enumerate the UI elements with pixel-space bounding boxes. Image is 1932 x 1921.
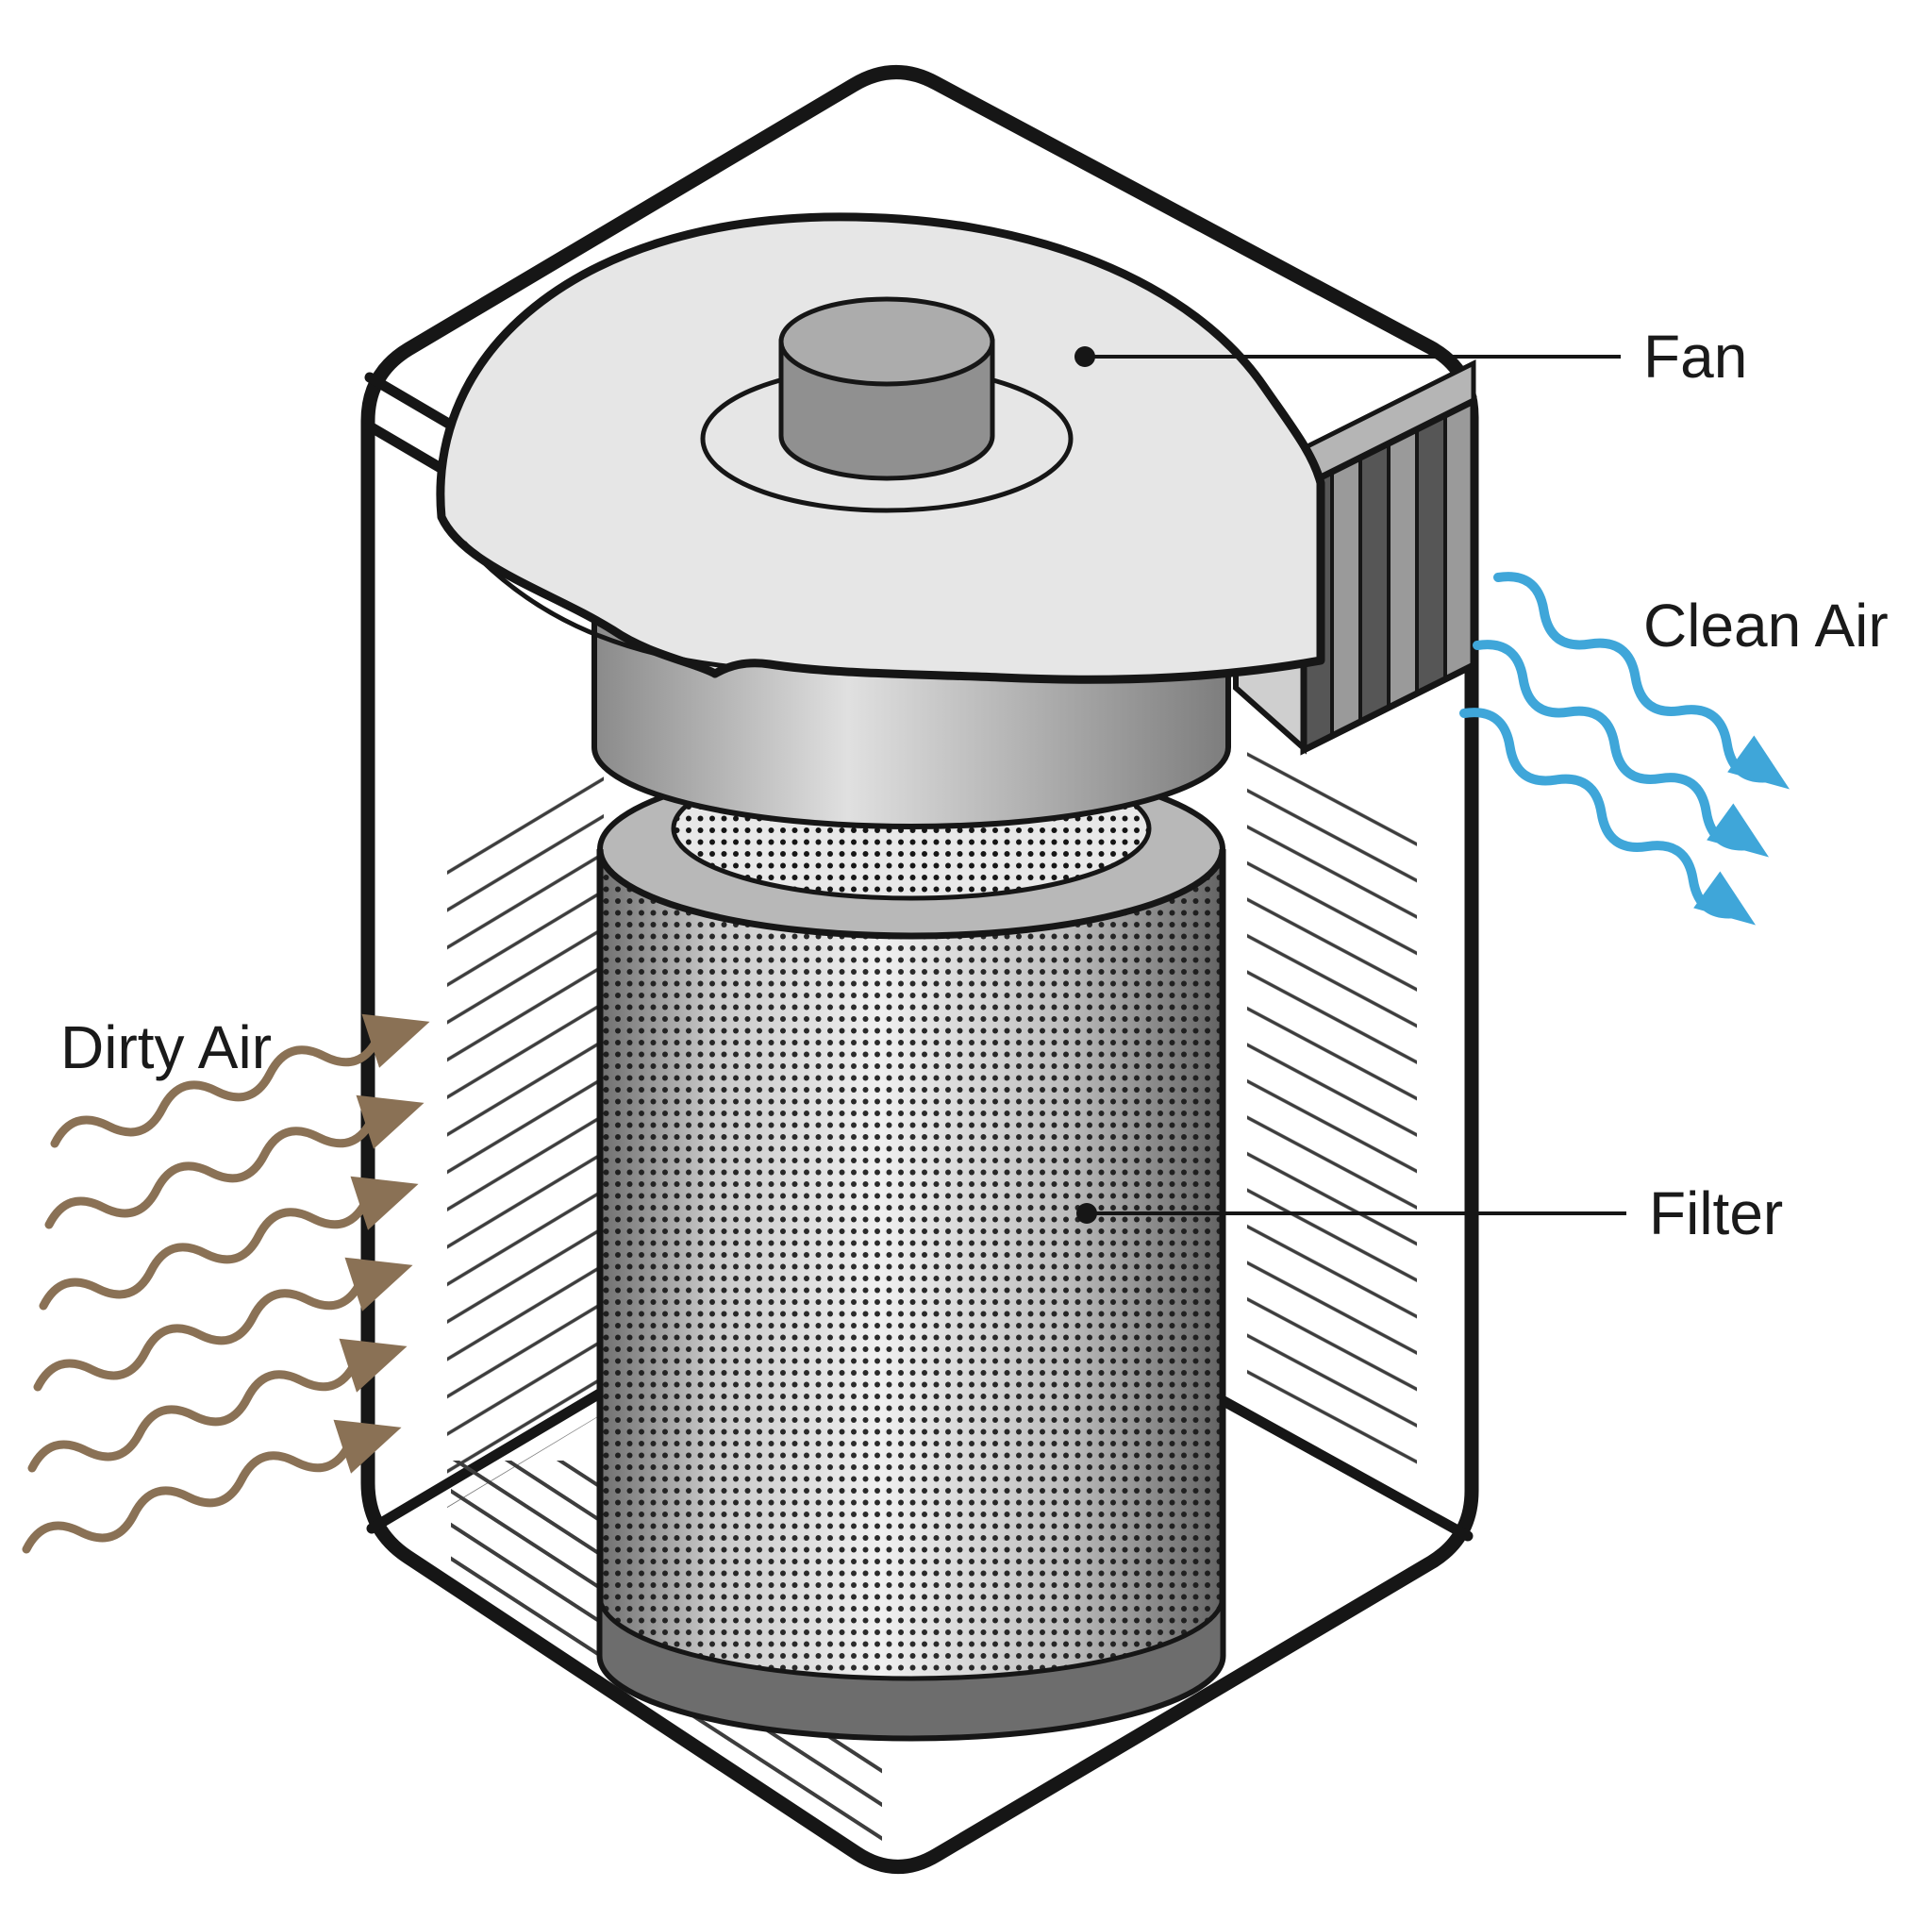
dirty-air-arrow [41,1094,425,1251]
dirty-air-arrowhead [333,1419,402,1474]
dirty-air-arrowhead [344,1257,413,1311]
clean-air-arrow [1451,695,1757,944]
duct-fin [1443,397,1475,683]
dirty-air-arrow [35,1176,419,1332]
dirty-air-arrowhead [356,1094,425,1149]
clean-air-arrowhead [1707,803,1770,858]
clean-air-arrow [1485,560,1790,808]
fan-leader-dot [1074,346,1095,367]
outlet-duct [1300,359,1477,756]
dirty-air-arrow [46,1013,430,1170]
dirty-air-arrow [18,1419,402,1576]
filter-body-mesh [600,849,1223,1738]
vent-hatch-left [447,766,604,1508]
duct-fin [1330,454,1362,740]
filter-bottom-cap [597,1595,1225,1741]
dirty-air-arrowhead [350,1176,419,1230]
clean-air-arrow [1464,627,1770,876]
dirty-air-arrowhead [339,1338,408,1393]
filter-label: Filter [1649,1179,1783,1247]
dirty-air-arrows [18,1013,430,1576]
dirty-air-arrowhead [361,1013,430,1068]
duct-fin [1415,411,1447,697]
clean-air-arrowhead [1727,735,1790,790]
clean-air-arrowhead [1693,871,1757,926]
fan-label: Fan [1643,323,1747,391]
vent-hatch-right [1247,747,1417,1472]
fan-volute-rim-line [462,541,727,669]
leader-lines [1085,355,1626,1215]
duct-fin [1358,440,1391,726]
dirty-air-arrow [24,1338,408,1495]
duct-fin [1387,426,1419,711]
clean-air-label: Clean Air [1643,592,1889,660]
filter-leader-dot [1076,1203,1097,1224]
dirty-air-arrow [29,1257,413,1413]
dirty-air-label: Dirty Air [60,1013,272,1081]
clean-air-arrows [1451,560,1790,944]
fan-knob-top [778,296,995,387]
